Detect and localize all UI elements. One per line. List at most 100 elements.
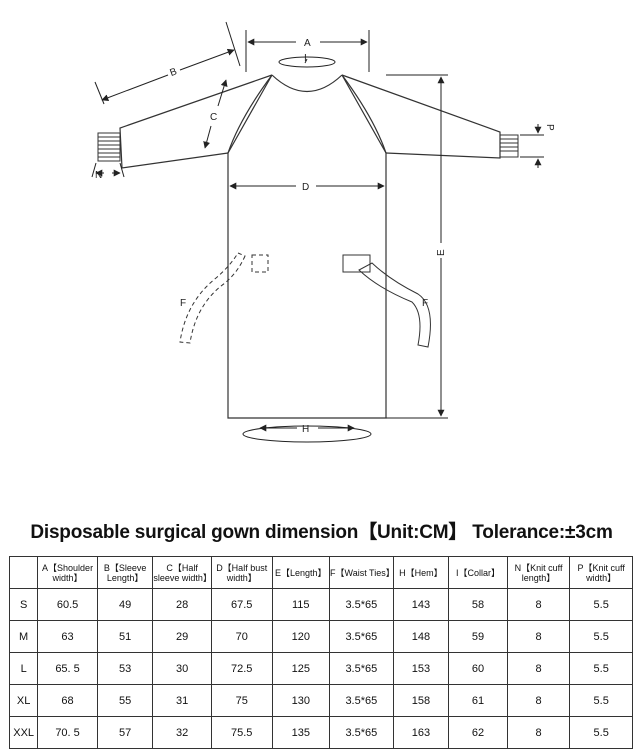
label-p: P (544, 124, 555, 131)
left-raglan-seam (227, 74, 273, 154)
table-cell: 28 (152, 588, 212, 621)
right-knit-cuff (499, 134, 519, 158)
table-cell: 75 (210, 684, 273, 717)
table-header-row: A【Shoulder width】 B【Sleeve Length】 C【Hal… (8, 556, 633, 589)
table-cell: 120 (271, 620, 331, 653)
label-c: C (210, 112, 217, 123)
hem-ellipse (242, 425, 372, 443)
table-cell: 62 (448, 716, 508, 749)
table-cell: 57 (96, 716, 154, 749)
label-a: A (304, 38, 311, 49)
table-cell: 3.5*65 (329, 620, 394, 653)
table-cell: 32 (152, 716, 212, 749)
size-cell: S (8, 588, 39, 621)
label-i: I (304, 53, 307, 64)
header-cell-h: H【Hem】 (392, 556, 450, 589)
gown-dimension-diagram: A I B C D E F F H N P (91, 21, 555, 443)
label-f-right: F (422, 298, 428, 309)
collar-curve (271, 74, 343, 93)
header-cell-n: N【Knit cuff length】 (506, 556, 571, 589)
table-cell: 68 (37, 684, 98, 717)
table-cell: 135 (271, 716, 331, 749)
label-h: H (302, 424, 309, 435)
table-cell: 30 (152, 652, 212, 685)
label-f-left: F (180, 298, 186, 309)
header-cell-d: D【Half bust width】 (210, 556, 273, 589)
left-waist-tie (179, 252, 269, 344)
table-cell: 143 (392, 588, 450, 621)
table-cell: 8 (506, 588, 571, 621)
size-cell: XXL (8, 716, 39, 749)
header-cell-size (8, 556, 39, 589)
header-cell-f: F【Waist Ties】 (329, 556, 395, 589)
table-cell: 148 (392, 620, 450, 653)
label-e: E (436, 249, 447, 256)
table-cell: 8 (506, 684, 571, 717)
gown-outline (119, 74, 501, 419)
table-cell: 31 (152, 684, 212, 717)
size-cell: L (8, 652, 39, 685)
table-cell: 5.5 (569, 620, 633, 653)
header-cell-e: E【Length】 (271, 556, 331, 589)
right-raglan-seam (341, 74, 387, 154)
table-cell: 125 (271, 652, 331, 685)
page-title: Disposable surgical gown dimension【Unit:… (30, 522, 613, 543)
collar-ellipse (278, 56, 336, 68)
table-cell: 8 (506, 652, 571, 685)
table-cell: 3.5*65 (329, 652, 394, 685)
table-cell: 49 (96, 588, 154, 621)
left-knit-cuff (97, 132, 121, 162)
table-cell: 55 (96, 684, 154, 717)
table-cell: 53 (96, 652, 154, 685)
table-cell: 67.5 (210, 588, 273, 621)
table-cell: 70 (210, 620, 273, 653)
header-cell-i: I【Collar】 (448, 556, 508, 589)
table-cell: 3.5*65 (329, 588, 394, 621)
header-cell-p: P【Knit cuff width】 (569, 556, 633, 589)
table-cell: 158 (392, 684, 450, 717)
label-n: N (95, 170, 102, 181)
table-cell: 5.5 (569, 716, 633, 749)
table-cell: 3.5*65 (329, 684, 394, 717)
table-cell: 61 (448, 684, 508, 717)
table-cell: 29 (152, 620, 212, 653)
table-cell: 59 (448, 620, 508, 653)
label-b: B (169, 66, 179, 79)
table-cell: 72.5 (210, 652, 273, 685)
table-cell: 130 (271, 684, 331, 717)
table-cell: 75.5 (210, 716, 273, 749)
table-cell: 63 (37, 620, 98, 653)
table-cell: 70. 5 (37, 716, 98, 749)
table-cell: 60.5 (37, 588, 98, 621)
header-cell-b: B【Sleeve Length】 (96, 556, 154, 589)
right-waist-tie (342, 254, 431, 348)
table-cell: 8 (506, 620, 571, 653)
table-cell: 51 (96, 620, 154, 653)
label-d: D (302, 182, 309, 193)
gown-body (227, 74, 387, 419)
table-cell: 153 (392, 652, 450, 685)
header-cell-c: C【Half sleeve width】 (152, 556, 212, 589)
dimension-lines (91, 21, 544, 432)
size-cell: XL (8, 684, 39, 717)
left-sleeve (119, 74, 273, 169)
table-cell: 8 (506, 716, 571, 749)
dimension-table: A【Shoulder width】 B【Sleeve Length】 C【Hal… (8, 556, 633, 749)
table-cell: 5.5 (569, 588, 633, 621)
table-cell: 58 (448, 588, 508, 621)
table-cell: 163 (392, 716, 450, 749)
header-cell-a: A【Shoulder width】 (37, 556, 98, 589)
table-cell: 5.5 (569, 652, 633, 685)
table-cell: 60 (448, 652, 508, 685)
table-cell: 3.5*65 (329, 716, 394, 749)
size-cell: M (8, 620, 39, 653)
table-cell: 65. 5 (37, 652, 98, 685)
table-cell: 5.5 (569, 684, 633, 717)
table-cell: 115 (271, 588, 331, 621)
